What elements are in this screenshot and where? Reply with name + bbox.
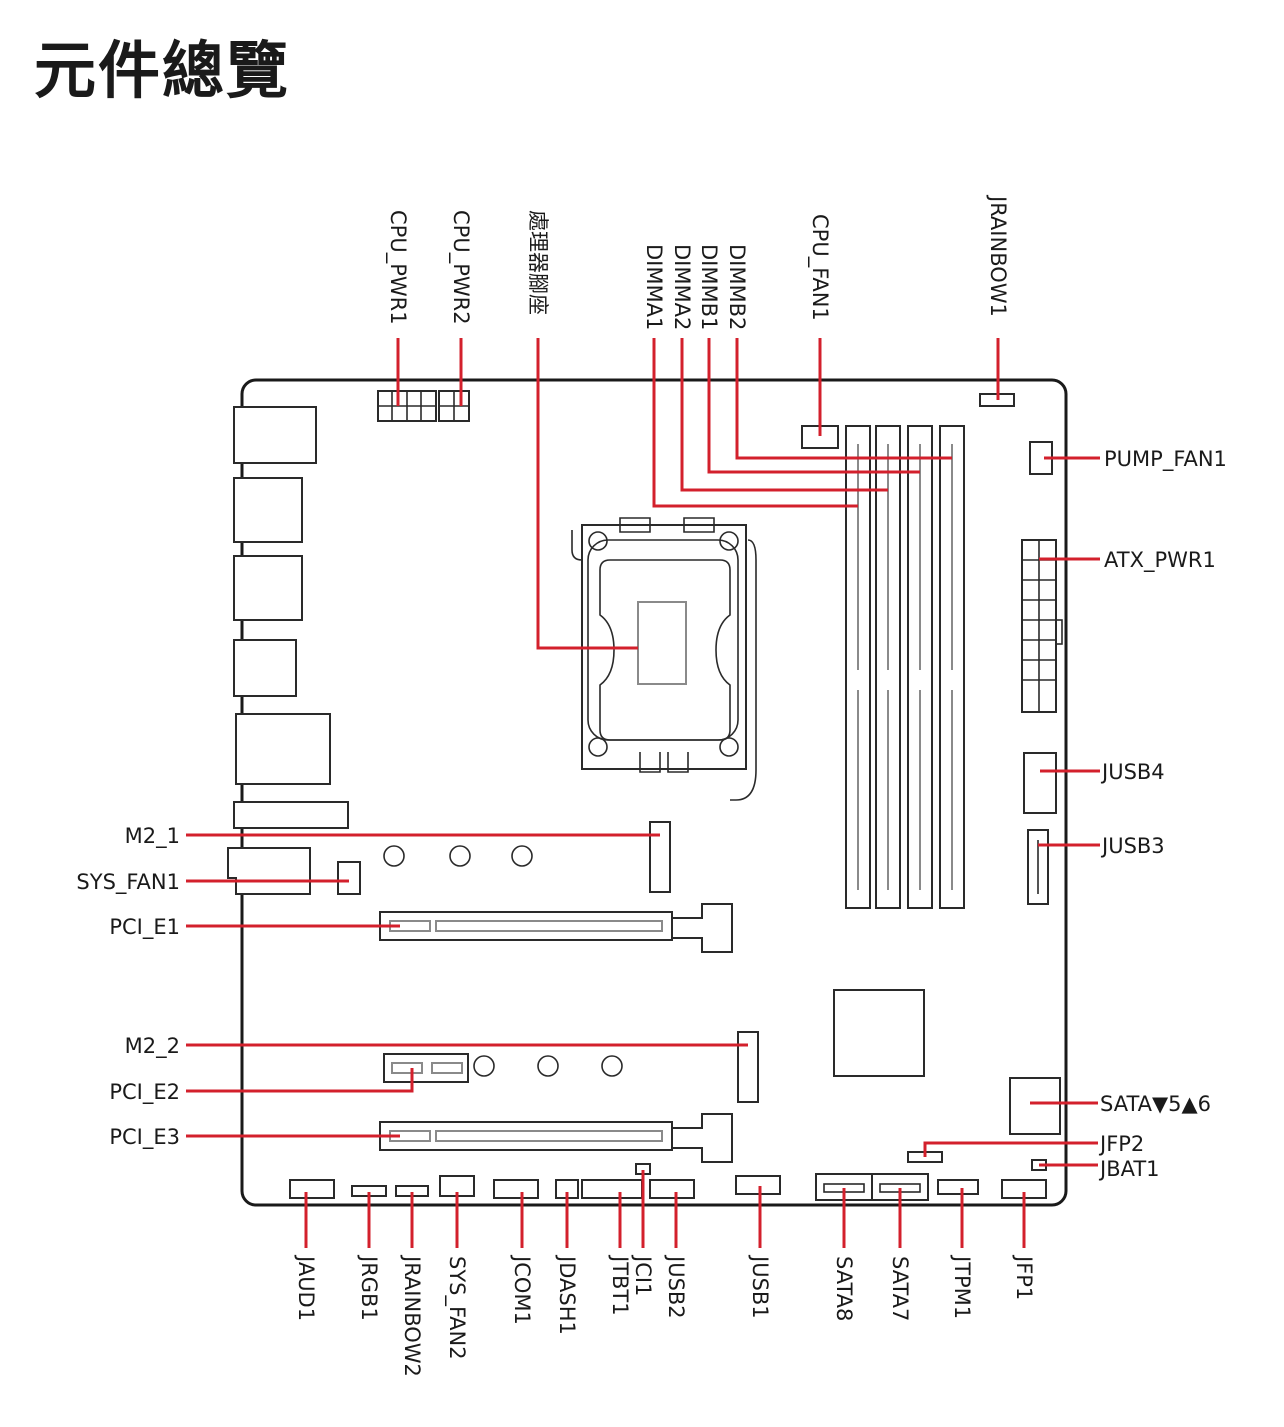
jtpm1-header <box>937 1179 979 1195</box>
jusb1-header <box>735 1175 781 1195</box>
label-jusb2: JUSB2 <box>664 1254 688 1319</box>
label-jusb1: JUSB1 <box>748 1254 772 1319</box>
label-jbat1: JBAT1 <box>1098 1157 1160 1181</box>
label-jtbt1: JTBT1 <box>608 1254 632 1316</box>
pci-e2-slot <box>383 1053 469 1083</box>
cpu-pwr2-connector <box>438 390 470 422</box>
label-jrainbow2: JRAINBOW2 <box>400 1254 424 1377</box>
label-jcom1: JCOM1 <box>510 1254 534 1325</box>
label-dimma1: DIMMA1 <box>642 244 666 330</box>
m2-1-standoffs <box>383 845 533 867</box>
dimm-slots <box>845 425 965 909</box>
rear-io-ports <box>227 406 349 895</box>
pci-e1-slot <box>379 903 733 953</box>
jcom1-header <box>493 1179 539 1199</box>
label-jaud1: JAUD1 <box>294 1254 318 1321</box>
label-jtpm1: JTPM1 <box>950 1254 974 1319</box>
label-jrgb1: JRGB1 <box>357 1254 381 1321</box>
cpu-socket <box>571 517 757 801</box>
label-jfp2: JFP2 <box>1098 1132 1144 1156</box>
label-jusb4: JUSB4 <box>1100 760 1165 784</box>
label-m2-2: M2_2 <box>125 1034 180 1059</box>
sys-fan1-header <box>337 861 361 895</box>
atx-pwr1-connector <box>1021 539 1063 713</box>
jusb3-connector <box>1027 829 1049 905</box>
label-dimma2: DIMMA2 <box>670 244 694 330</box>
label-pci-e1: PCI_E1 <box>109 915 180 940</box>
jtbt1-header <box>581 1179 643 1199</box>
label-jci1: JCI1 <box>631 1254 655 1296</box>
sata56-connector <box>1009 1077 1061 1135</box>
label-pump-fan1: PUMP_FAN1 <box>1104 447 1227 472</box>
label-sys-fan2: SYS_FAN2 <box>444 1256 469 1360</box>
label-sata7: SATA7 <box>888 1256 912 1321</box>
page-title: 元件總覽 <box>34 34 291 107</box>
label-jusb3: JUSB3 <box>1100 834 1165 858</box>
sata7-connector <box>871 1173 929 1201</box>
label-atx-pwr1: ATX_PWR1 <box>1104 548 1216 573</box>
label-jfp1: JFP1 <box>1012 1254 1036 1300</box>
pch-chipset <box>833 989 925 1077</box>
jusb4-connector <box>1023 752 1057 814</box>
m2-2-slot <box>737 1031 759 1103</box>
label-sata8: SATA8 <box>832 1256 856 1321</box>
m2-1-slot <box>649 821 671 893</box>
m2-2-standoffs <box>473 1055 623 1077</box>
label-sys-fan1: SYS_FAN1 <box>76 870 180 895</box>
label-pci-e3: PCI_E3 <box>109 1125 180 1150</box>
label-pci-e2: PCI_E2 <box>109 1080 180 1105</box>
label-jdash1: JDASH1 <box>555 1254 579 1335</box>
label-cpu-socket: 處理器腳座 <box>526 210 550 315</box>
cpu-pwr1-connector <box>377 390 437 422</box>
label-jrainbow1: JRAINBOW1 <box>986 194 1010 317</box>
jusb2-header <box>649 1179 695 1199</box>
label-dimmb2: DIMMB2 <box>725 244 749 330</box>
label-sata56: SATA▼5▲6 <box>1100 1092 1211 1116</box>
label-cpu-fan1: CPU_FAN1 <box>807 214 832 321</box>
label-dimmb1: DIMMB1 <box>697 244 721 330</box>
jaud1-header <box>289 1179 335 1199</box>
label-cpu-pwr2: CPU_PWR2 <box>448 210 473 325</box>
label-m2-1: M2_1 <box>125 824 180 849</box>
label-cpu-pwr1: CPU_PWR1 <box>385 210 410 325</box>
leader-lines <box>186 338 1100 1248</box>
